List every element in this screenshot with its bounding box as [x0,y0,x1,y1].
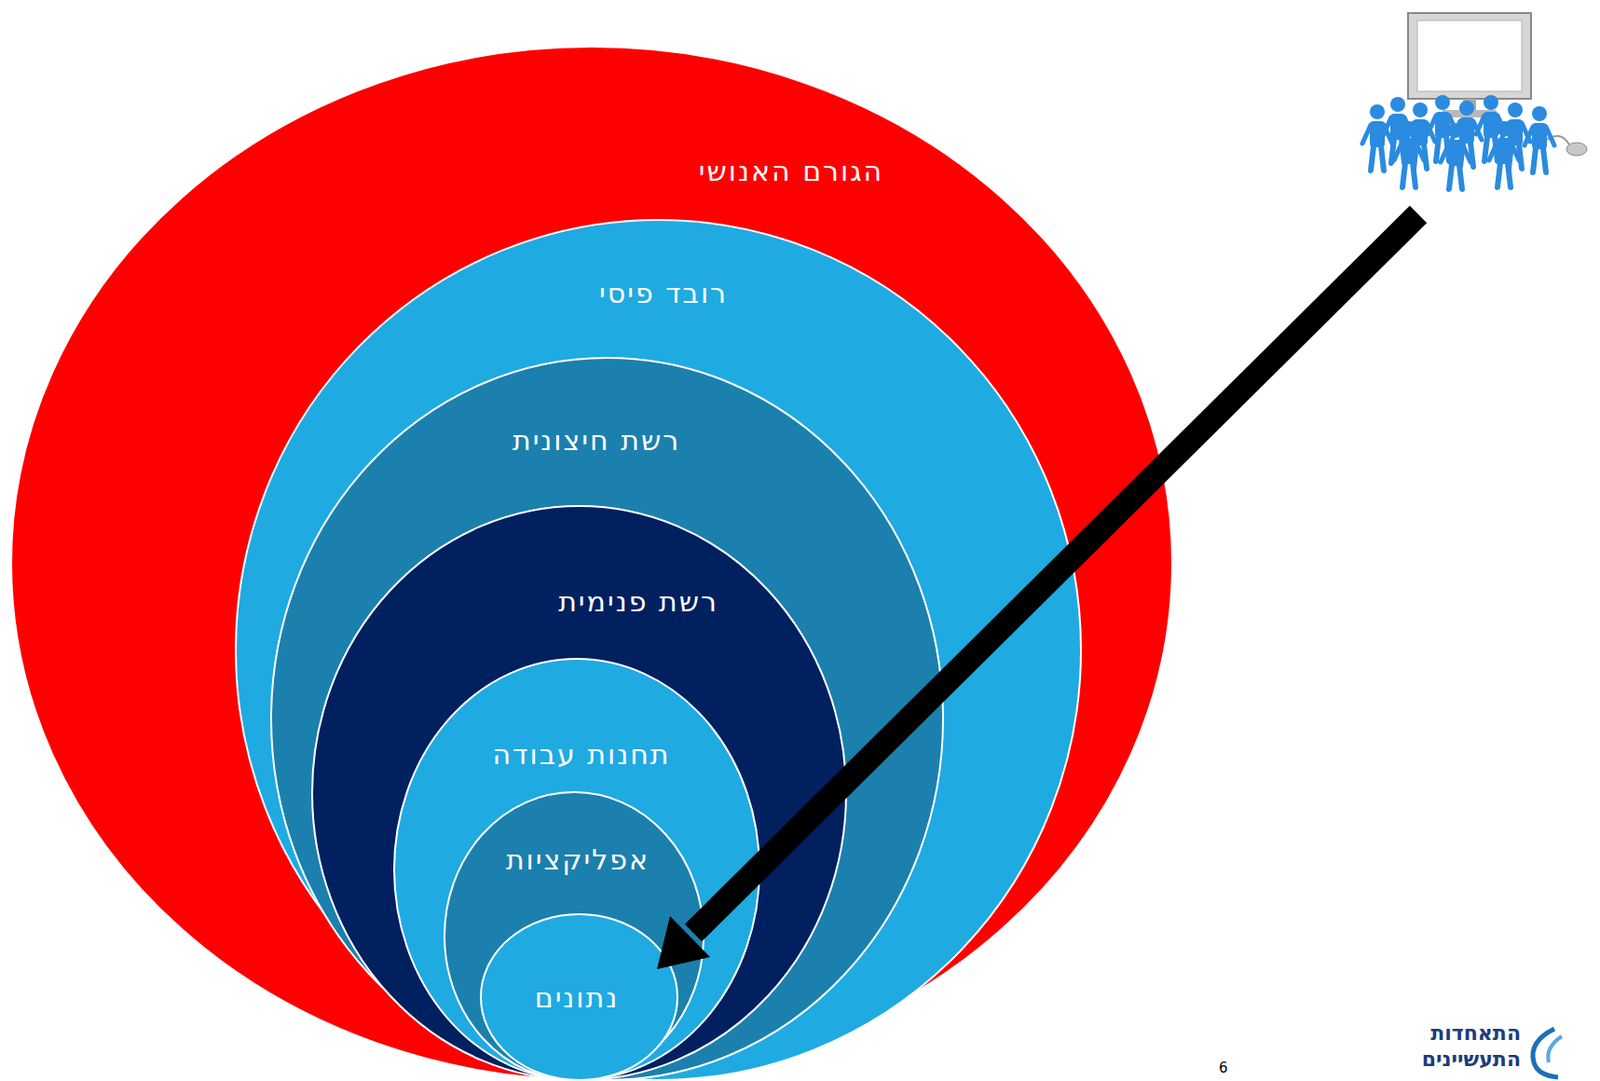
nested-ellipse: רשת חיצונית רשת פנימית תחנות עבודה אפליקציו… [270,356,944,1081]
nested-ellipse: רשת פנימית תחנות עבודה אפליקציות נתונים [311,505,848,1081]
layer-label: רובד פיסי [599,276,728,311]
people-icon [1362,95,1555,190]
logo-text: התאחדות [1430,1021,1521,1046]
nested-ellipse: אפליקציות נתונים [443,791,705,1081]
layer-label: אפליקציות [505,843,650,877]
attack-arrow [656,214,1419,970]
layer-label: הגורם האנושי [698,154,884,189]
nested-ellipse: נתונים [479,913,679,1081]
nested-ellipse: רובד פיסי רשת חיצונית רשת פנימית תחנות עבוד… [234,218,1082,1081]
layer-label: נתונים [534,981,620,1015]
nested-ellipse: תחנות עבודה אפליקציות נתונים [393,657,761,1081]
nested-ellipse: הגורם האנושי רובד פיסי רשת חיצונית רשת פנימ… [10,45,1174,1081]
layer-label: תחנות עבודה [492,738,671,772]
page-number: 6 [1218,1059,1229,1077]
monitor-icon [1408,13,1587,156]
layer-label: רשת חיצונית [512,423,681,458]
layer-label: רשת פנימית [558,585,719,619]
logo-text: התעשיינים [1422,1047,1521,1072]
logo-mark [1532,1028,1562,1078]
